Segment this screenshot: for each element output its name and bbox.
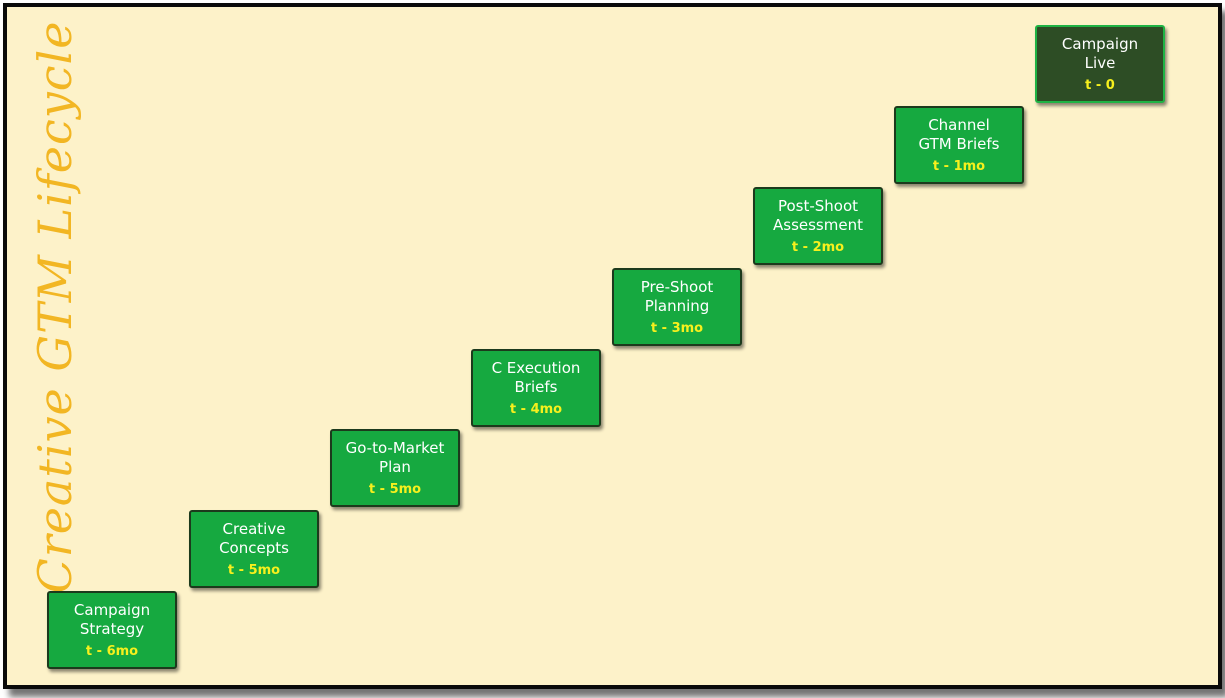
step-post-shoot-assessment: Post-Shoot Assessment t - 2mo [753, 187, 883, 265]
step-time: t - 4mo [509, 402, 563, 417]
step-time: t - 5mo [227, 563, 281, 578]
step-time: t - 6mo [85, 644, 139, 659]
diagram-title: Creative GTM Lifecycle [28, 20, 82, 594]
step-label: Campaign Strategy [73, 601, 151, 638]
step-pre-shoot-planning: Pre-Shoot Planning t - 3mo [612, 268, 742, 346]
step-campaign-live: Campaign Live t - 0 [1035, 25, 1165, 103]
step-creative-concepts: Creative Concepts t - 5mo [189, 510, 319, 588]
step-time: t - 2mo [791, 240, 845, 255]
step-label: Campaign Live [1061, 35, 1139, 72]
lifecycle-diagram: Creative GTM Lifecycle Campaign Strategy… [3, 3, 1222, 689]
step-go-to-market-plan: Go-to-Market Plan t - 5mo [330, 429, 460, 507]
step-time: t - 0 [1085, 78, 1115, 93]
step-campaign-strategy: Campaign Strategy t - 6mo [47, 591, 177, 669]
step-channel-gtm-briefs: Channel GTM Briefs t - 1mo [894, 106, 1024, 184]
step-time: t - 3mo [650, 321, 704, 336]
step-label: Go-to-Market Plan [345, 439, 445, 476]
step-label: C Execution Briefs [491, 359, 581, 396]
step-label: Post-Shoot Assessment [773, 197, 863, 234]
step-label: Pre-Shoot Planning [640, 278, 714, 315]
step-time: t - 1mo [932, 159, 986, 174]
step-time: t - 5mo [368, 482, 422, 497]
step-execution-briefs: C Execution Briefs t - 4mo [471, 349, 601, 427]
step-label: Channel GTM Briefs [918, 116, 1000, 153]
step-label: Creative Concepts [219, 520, 289, 557]
